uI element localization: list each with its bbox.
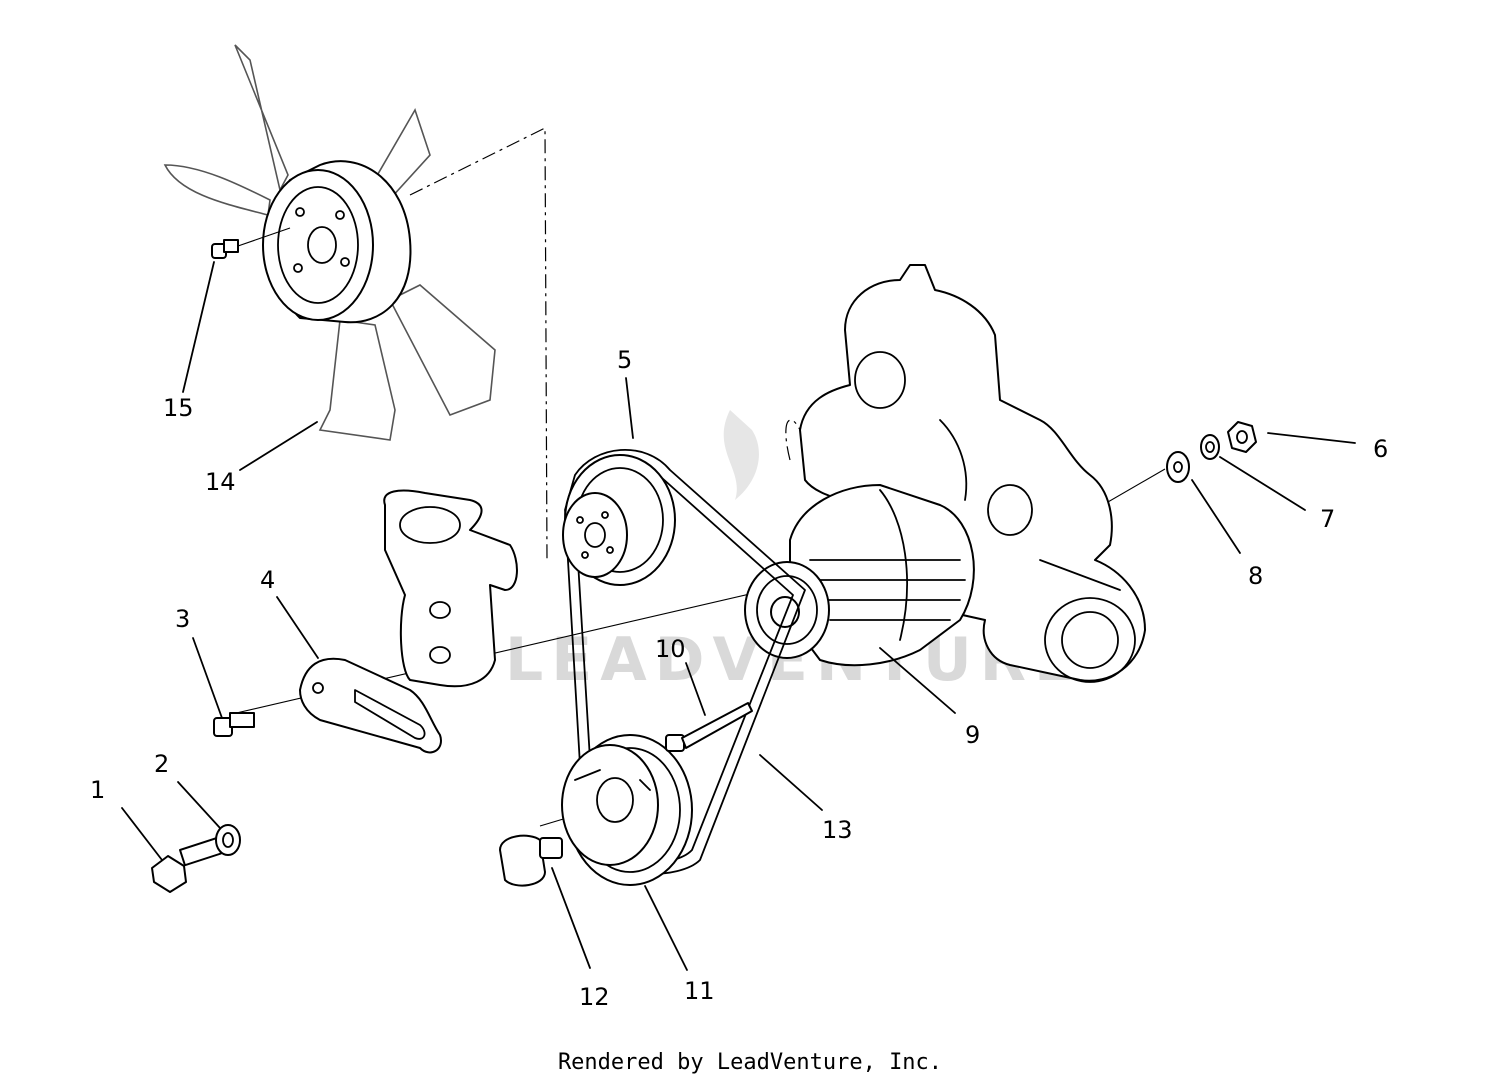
fan-bolt (211, 227, 291, 259)
callout-labels: 1 2 3 4 5 6 7 8 9 10 11 12 13 14 15 (90, 346, 1388, 1011)
alternator-bracket (299, 657, 442, 754)
callout-14: 14 (205, 468, 236, 496)
callout-12: 12 (579, 983, 610, 1011)
long-bolt (665, 702, 753, 752)
footer-credit: Rendered by LeadVenture, Inc. (557, 1050, 943, 1075)
bolt (151, 837, 223, 893)
pulley-bolt (499, 834, 563, 887)
callout-10: 10 (655, 635, 686, 663)
leader-lines (121, 261, 1356, 971)
washer (215, 824, 241, 856)
callout-8: 8 (1248, 562, 1263, 590)
hex-nut (1227, 421, 1257, 453)
callout-4: 4 (260, 566, 275, 594)
callout-1: 1 (90, 776, 105, 804)
crankshaft-pulley (561, 734, 693, 886)
callout-9: 9 (965, 721, 980, 749)
callout-2: 2 (154, 750, 169, 778)
flat-washer (1166, 451, 1190, 483)
thermostat-housing (383, 489, 518, 688)
water-pump-pulley (562, 454, 676, 586)
callout-13: 13 (822, 816, 853, 844)
callout-3: 3 (175, 605, 190, 633)
lock-washer (1200, 434, 1220, 460)
bracket-bolt (213, 712, 255, 737)
callout-5: 5 (617, 346, 632, 374)
callout-15: 15 (163, 394, 194, 422)
cooling-fan (163, 44, 496, 441)
callout-6: 6 (1373, 435, 1388, 463)
callout-7: 7 (1320, 505, 1335, 533)
callout-11: 11 (684, 977, 715, 1005)
